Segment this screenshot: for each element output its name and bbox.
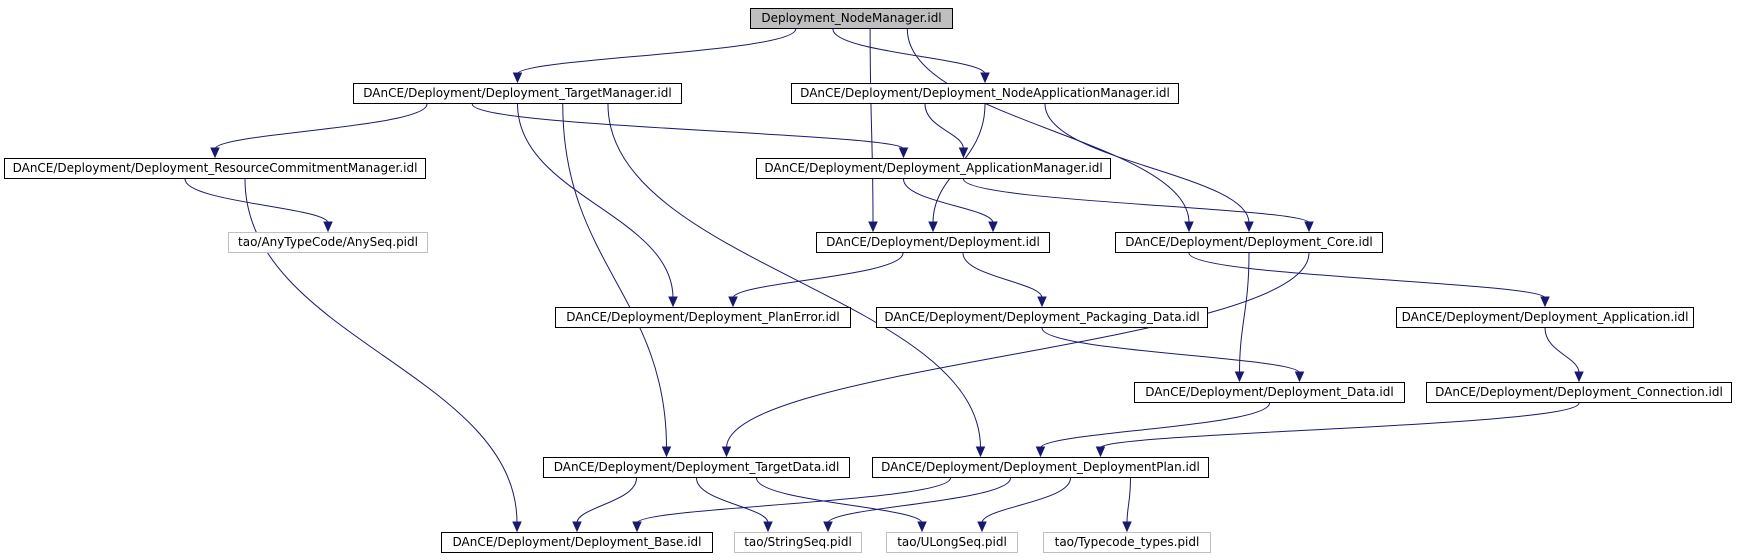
node-root[interactable]: Deployment_NodeManager.idl (750, 8, 953, 29)
dependency-arrowhead-data (1234, 371, 1245, 383)
dependency-arrowhead-core (1304, 221, 1314, 233)
dependency-arrowhead-resource_commitment_manager (210, 147, 220, 159)
node-deployment[interactable]: DAnCE/Deployment/Deployment.idl (816, 232, 1050, 253)
dependency-edge-deployment_plan-to-ulong_seq (981, 477, 1071, 524)
dependency-edge-root-to-core (906, 28, 1190, 224)
dependency-edge-deployment_plan-to-string_seq (827, 477, 1011, 524)
dependency-arrowhead-deployment_plan (1095, 446, 1106, 458)
dependency-arrowhead-target_data (721, 446, 732, 458)
dependency-arrowhead-target_data (661, 446, 672, 458)
node-string-seq[interactable]: tao/StringSeq.pidl (734, 532, 862, 553)
node-typecode-types[interactable]: tao/Typecode_types.pidl (1043, 532, 1211, 553)
node-deployment-plan[interactable]: DAnCE/Deployment/Deployment_DeploymentPl… (872, 457, 1209, 478)
dependency-edge-target_data-to-base (576, 477, 637, 524)
dependency-edge-resource_commitment_manager-to-base (244, 178, 518, 524)
dependency-arrowhead-core (1184, 221, 1194, 233)
dependency-arrowhead-plan_error (668, 296, 678, 308)
dependency-edge-target_data-to-ulong_seq (756, 477, 923, 524)
dependency-arrowhead-string_seq (823, 521, 833, 533)
dependency-edge-application_manager-to-core (963, 178, 1310, 224)
node-plan-error[interactable]: DAnCE/Deployment/Deployment_PlanError.id… (555, 307, 851, 328)
node-resource-commitment-manager[interactable]: DAnCE/Deployment/Deployment_ResourceComm… (4, 158, 426, 179)
dependency-edge-node_application_manager-to-core (1044, 103, 1250, 224)
dependency-arrowhead-deployment_plan (975, 446, 986, 458)
node-target-data[interactable]: DAnCE/Deployment/Deployment_TargetData.i… (543, 457, 850, 478)
dependency-edge-resource_commitment_manager-to-any_seq (184, 178, 329, 224)
node-application-manager[interactable]: DAnCE/Deployment/Deployment_ApplicationM… (756, 158, 1111, 179)
dependency-arrowhead-deployment_plan (1035, 446, 1046, 458)
dependency-edge-application-to-connection (1544, 327, 1580, 374)
dependency-edge-node_application_manager-to-application_manager (924, 103, 964, 150)
dependency-edge-core-to-data (1239, 252, 1250, 374)
dependency-edge-deployment_plan-to-base (636, 477, 951, 524)
dependency-arrowhead-plan_error (728, 296, 738, 308)
dependency-edge-connection-to-deployment_plan (1100, 402, 1580, 449)
dependency-edge-root-to-node_application_manager (832, 28, 986, 75)
dependency-edge-root-to-target_manager (517, 28, 797, 75)
dependency-arrowhead-data (1294, 371, 1305, 383)
dependency-arrowhead-application_manager (898, 147, 909, 159)
node-packaging-data[interactable]: DAnCE/Deployment/Deployment_Packaging_Da… (876, 307, 1208, 328)
node-target-manager[interactable]: DAnCE/Deployment/Deployment_TargetManage… (353, 83, 682, 104)
dependency-edge-root-to-deployment (869, 28, 874, 224)
dependency-edge-target_manager-to-deployment_plan (607, 103, 981, 449)
dependency-arrowhead-target_manager (512, 72, 523, 84)
node-base[interactable]: DAnCE/Deployment/Deployment_Base.idl (441, 532, 713, 553)
dependency-arrowhead-core (1244, 221, 1254, 233)
dependency-arrowhead-string_seq (763, 521, 773, 533)
dependency-edge-target_manager-to-target_data (562, 103, 667, 449)
dependency-arrowhead-node_application_manager (980, 72, 990, 84)
dependency-edge-deployment_plan-to-typecode_types (1126, 477, 1131, 524)
dependency-arrowhead-ulong_seq (977, 521, 987, 533)
dependency-edge-target_manager-to-application_manager (471, 103, 904, 150)
dependency-arrowhead-any_seq (323, 221, 333, 233)
dependency-edge-deployment-to-plan_error (732, 252, 904, 299)
dependency-edge-packaging_data-to-data (1041, 327, 1300, 374)
dependency-arrowhead-deployment (988, 221, 998, 233)
dependency-edge-core-to-target_data (726, 252, 1310, 449)
dependency-edge-target_manager-to-resource_commitment_manager (214, 103, 428, 150)
dependency-arrowhead-deployment (928, 221, 938, 233)
node-connection[interactable]: DAnCE/Deployment/Deployment_Connection.i… (1426, 382, 1732, 403)
dependency-arrowhead-connection (1574, 371, 1584, 383)
dependency-arrowhead-application_manager (958, 147, 969, 159)
dependency-edge-core-to-application (1188, 252, 1546, 299)
node-core[interactable]: DAnCE/Deployment/Deployment_Core.idl (1115, 232, 1383, 253)
dependency-edge-target_data-to-string_seq (696, 477, 769, 524)
dependency-arrowhead-typecode_types (1122, 521, 1132, 533)
dependency-arrowhead-application (1540, 296, 1550, 308)
node-data[interactable]: DAnCE/Deployment/Deployment_Data.idl (1134, 382, 1405, 403)
node-node-application-manager[interactable]: DAnCE/Deployment/Deployment_NodeApplicat… (791, 83, 1179, 104)
dependency-edge-deployment-to-packaging_data (962, 252, 1043, 299)
dependency-arrowhead-ulong_seq (917, 521, 927, 533)
node-application[interactable]: DAnCE/Deployment/Deployment_Application.… (1396, 307, 1694, 328)
dependency-arrowhead-base (632, 521, 642, 533)
node-any-seq[interactable]: tao/AnyTypeCode/AnySeq.pidl (228, 232, 428, 253)
node-ulong-seq[interactable]: tao/ULongSeq.pidl (886, 532, 1018, 553)
dependency-arrowhead-deployment (868, 221, 878, 233)
dependency-edge-target_manager-to-plan_error (517, 103, 674, 299)
dependency-arrowhead-base (572, 521, 582, 533)
dependency-edge-application_manager-to-deployment (903, 178, 994, 224)
dependency-arrowhead-packaging_data (1037, 296, 1047, 308)
dependency-edge-data-to-deployment_plan (1040, 402, 1270, 449)
dependency-arrowhead-base (512, 521, 522, 533)
